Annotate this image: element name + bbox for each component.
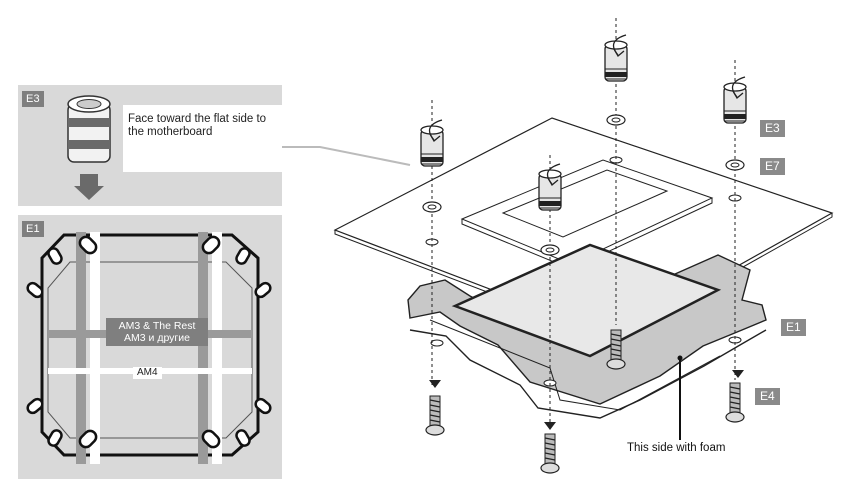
- e3-detail-panel: E3 Face toward the flat side to the moth…: [18, 85, 282, 206]
- standoff-nut: [538, 169, 562, 211]
- mounting-screw: [425, 395, 445, 436]
- e4-callout-tag: E4: [755, 388, 780, 405]
- foam-side-label: This side with foam: [627, 442, 726, 454]
- washer: [422, 201, 442, 213]
- am4-label: AM4: [133, 367, 162, 379]
- backplate: [407, 243, 767, 419]
- rotate-arrow-icons: [428, 34, 746, 186]
- e3-panel-tag: E3: [22, 91, 44, 107]
- down-arrow-icons: [429, 370, 744, 430]
- down-arrow-icon: [74, 174, 104, 200]
- e7-callout-tag: E7: [760, 158, 785, 175]
- standoff-nut: [723, 82, 747, 124]
- standoff-nut: [604, 40, 628, 82]
- am3-label-ru: AM3 и другие: [124, 332, 190, 344]
- e1-panel-tag: E1: [22, 221, 44, 237]
- e1-backplate-illustration: [26, 232, 272, 464]
- am3-label-en: AM3 & The Rest: [118, 320, 196, 332]
- am3-label: AM3 & The Rest AM3 и другие: [106, 318, 208, 346]
- mounting-screw: [725, 382, 745, 423]
- e3-leader-line: [282, 146, 411, 166]
- mounting-screw: [540, 433, 560, 474]
- e3-note-box: Face toward the flat side to the motherb…: [123, 105, 282, 172]
- e3-callout-tag: E3: [760, 120, 785, 137]
- e1-callout-tag: E1: [781, 319, 806, 336]
- e3-standoff-nut-illustration: [67, 95, 111, 200]
- washer: [725, 159, 745, 171]
- standoff-nut: [420, 125, 444, 167]
- washer: [540, 244, 560, 256]
- e3-note-text: Face toward the flat side to the motherb…: [128, 113, 267, 138]
- washer: [606, 114, 626, 126]
